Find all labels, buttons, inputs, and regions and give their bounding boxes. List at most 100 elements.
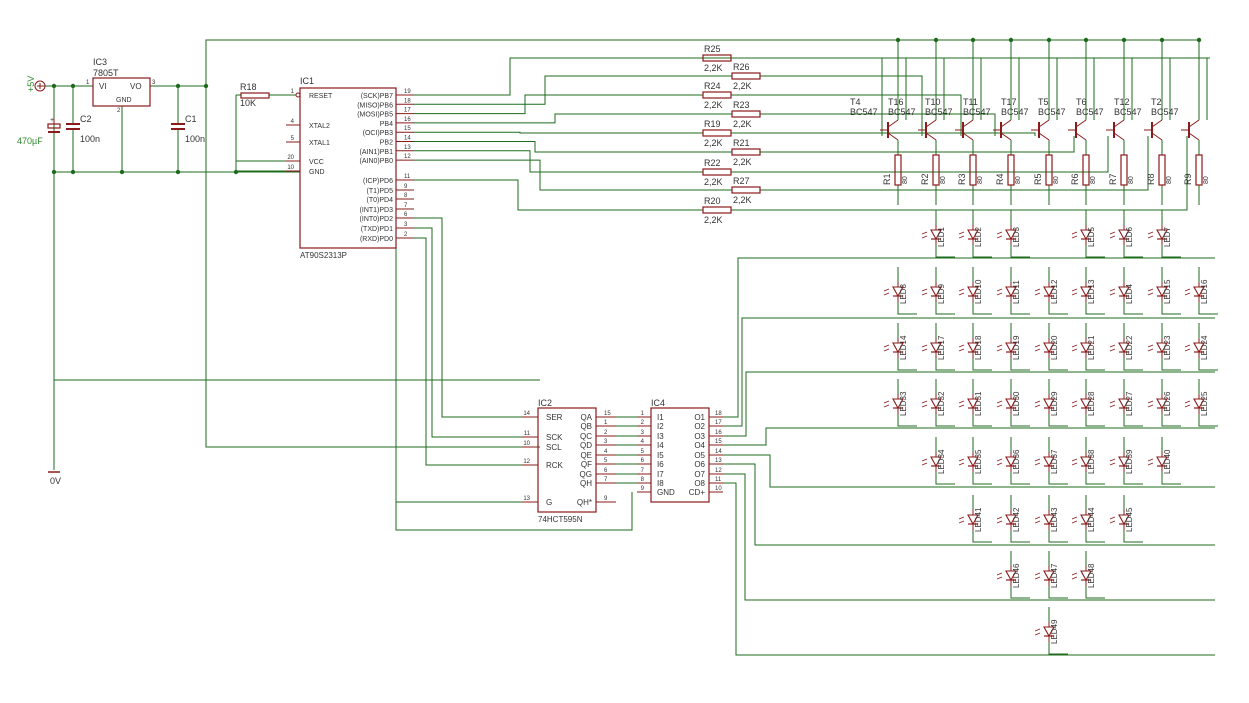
base-resistor-R26 (731, 72, 761, 80)
ic4-pin-num: 16 (715, 430, 722, 436)
led-LED3-ray (996, 235, 1003, 239)
led-LED20-label: LED20 (1050, 335, 1059, 360)
ic1-pin-label: (SCK)PB7 (361, 93, 393, 100)
led-LED24-ray (1184, 348, 1191, 352)
wire (414, 113, 732, 124)
led-LED6-ray (1109, 231, 1116, 235)
led-LED45-ray (1109, 516, 1116, 520)
led-LED29-label: LED29 (1050, 391, 1059, 416)
junction-dot (970, 37, 976, 43)
ic4-pin-label: I5 (657, 451, 664, 460)
ic1-pin-num: 1 (291, 89, 295, 95)
led-LED6 (1109, 225, 1130, 245)
ic1-pin-label: GND (309, 169, 325, 176)
r18-name: R18 (240, 82, 257, 92)
base-resistor-name: R22 (704, 158, 721, 168)
led-LED31-label: LED31 (974, 391, 983, 416)
led-LED36-label: LED36 (1012, 449, 1021, 474)
line (1000, 132, 1012, 141)
ic1-pin-label: (INT1)PD3 (360, 207, 394, 214)
led-LED3-label: LED3 (1012, 226, 1021, 247)
led-LED39-ray (1109, 462, 1116, 466)
led-LED19-label: LED19 (1012, 335, 1021, 360)
wire (1085, 530, 1105, 543)
ic1-pin-num: 4 (291, 119, 295, 125)
transistor-name: T4 (850, 97, 861, 107)
r18-value: 10K (240, 98, 256, 108)
wire (935, 245, 955, 258)
led-LED31 (958, 394, 979, 414)
wire (414, 217, 522, 418)
col-resistor-name: R6 (1070, 173, 1080, 185)
wire (1198, 302, 1218, 315)
ic1-pin-label: PB2 (380, 140, 393, 147)
col-resistor-value: 80 (977, 176, 984, 184)
led-LED5-ray (1071, 235, 1078, 239)
led-LED12-ray (1034, 288, 1041, 292)
wire (1123, 245, 1143, 258)
wire (414, 94, 703, 115)
led-LED34 (921, 452, 942, 472)
transistor-type: BC547 (1076, 107, 1104, 117)
c2-name: C2 (80, 114, 92, 124)
wire (1085, 586, 1105, 599)
ic1-pin-label: XTAL1 (309, 140, 330, 147)
base-resistor-name: R23 (733, 100, 750, 110)
wire (1010, 414, 1030, 427)
ic2-pin-label: QC (580, 432, 592, 441)
wire (972, 530, 992, 543)
col-resistor-value: 80 (1015, 176, 1022, 184)
ic2-pin-num: 11 (524, 431, 531, 437)
wire (972, 245, 992, 258)
led-LED40-ray (1147, 462, 1154, 466)
col-resistor-value: 80 (1166, 176, 1173, 184)
wire (1048, 414, 1068, 427)
transistor-name: T11 (963, 97, 978, 107)
led-LED41 (958, 510, 979, 530)
led-LED15-ray (1147, 288, 1154, 292)
ic2-pin-label: QD (580, 441, 592, 450)
col-resistor-R6 (1082, 154, 1090, 186)
ic1-pin-label: (ICP)PD6 (363, 178, 393, 185)
ic1-pin-num: 7 (404, 203, 408, 209)
base-resistor-value: 2,2K (733, 157, 752, 167)
led-LED21-ray (1071, 344, 1078, 348)
wire (723, 257, 1215, 418)
junction-dot (1008, 37, 1014, 43)
junction-dot (51, 169, 57, 175)
r18-body (240, 92, 270, 99)
ic2-pin-label: QG (580, 470, 592, 479)
led-LED46-label: LED46 (1012, 563, 1021, 588)
col-resistor-name: R2 (920, 173, 930, 185)
wire (760, 113, 996, 136)
led-LED42-ray (996, 520, 1003, 524)
ic1-pin-num: 2 (404, 232, 408, 238)
ic1-pin-label: (AIN0)PB0 (360, 158, 394, 165)
col-resistor-R3 (969, 154, 977, 186)
led-LED16-ray (1184, 292, 1191, 296)
ic1-pin-label: VCC (309, 159, 324, 166)
wire (1198, 414, 1218, 427)
wire (1198, 358, 1218, 371)
line (925, 119, 937, 128)
ic4-pin-label: I8 (657, 479, 664, 488)
ic1-pin-label: RESET (309, 93, 333, 100)
cap-470-value: 470µF (17, 136, 43, 146)
wire (723, 427, 1215, 446)
transistor-name: T16 (888, 97, 904, 107)
wire (1085, 414, 1105, 427)
base-resistor-value: 2,2K (733, 195, 752, 205)
ic2-pin-label: QA (580, 413, 592, 422)
vcc-label: +5V (26, 76, 36, 92)
transistor-name: T10 (925, 97, 941, 107)
wire (1085, 302, 1105, 315)
base-resistor-R27 (731, 186, 761, 194)
wire (935, 472, 955, 485)
col-resistor-R9 (1195, 154, 1203, 186)
led-LED28-ray (1071, 404, 1078, 408)
led-LED49 (1034, 622, 1055, 642)
wire (414, 131, 703, 134)
led-LED32-label: LED32 (937, 391, 946, 416)
ic1-pin-num: 12 (404, 154, 411, 160)
